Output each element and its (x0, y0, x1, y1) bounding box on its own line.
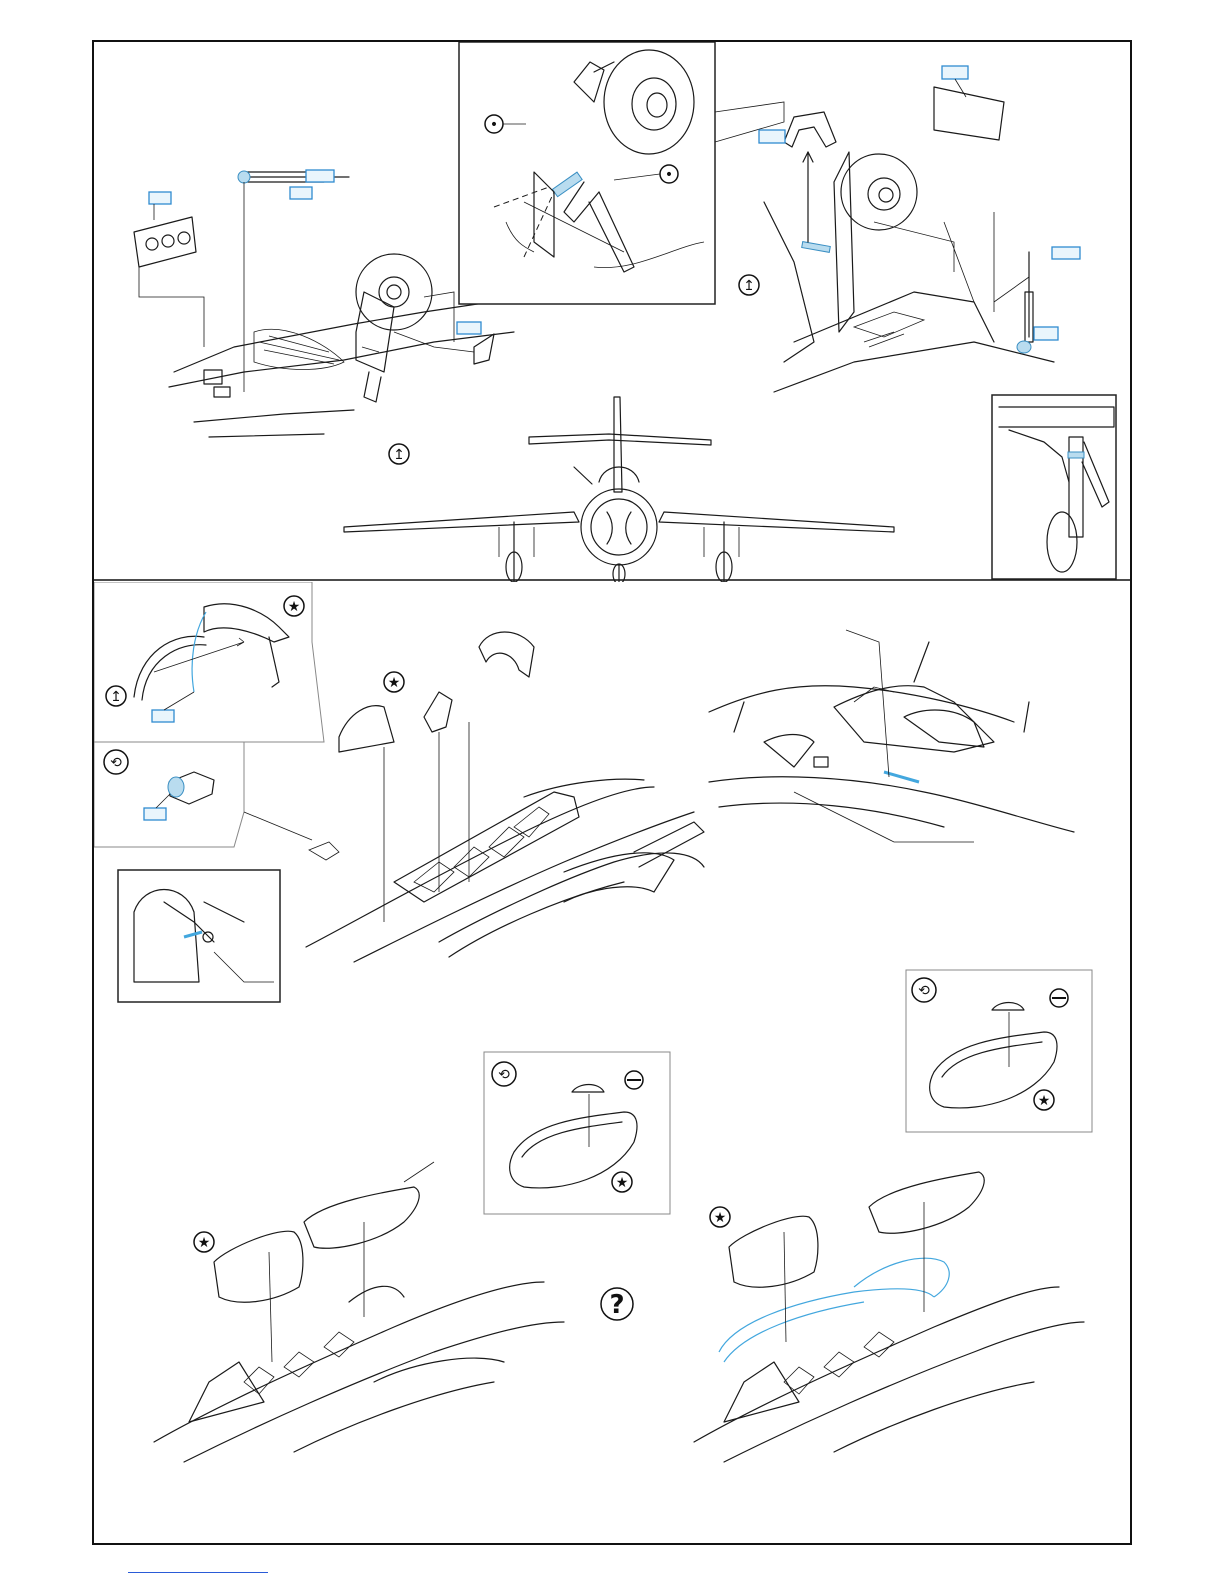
instruction-sheet: ↥ • (92, 40, 1132, 1545)
part-label-box (306, 170, 334, 182)
top-center-inset: • • (459, 42, 784, 304)
svg-text:★: ★ (1038, 1093, 1051, 1109)
canopy-frame-inset: ↥ ★ (94, 582, 324, 742)
svg-text:★: ★ (288, 599, 301, 615)
question-symbol: ? (601, 1288, 633, 1320)
svg-text:?: ? (609, 1290, 624, 1320)
svg-text:↥: ↥ (393, 447, 405, 463)
right-detail-inset (992, 395, 1116, 579)
svg-text:⟲: ⟲ (918, 983, 930, 999)
svg-text:↥: ↥ (743, 278, 755, 294)
canopy-fitted-right: ★ (694, 1172, 1084, 1462)
canopy-rotate-inset-right: ⟲ ★ (906, 970, 1092, 1132)
svg-text:★: ★ (714, 1210, 727, 1226)
fuselage-side-assembly (709, 630, 1074, 842)
svg-text:•: • (665, 167, 673, 183)
top-section-drawing: ↥ • (94, 42, 1130, 582)
svg-text:⟲: ⟲ (498, 1067, 510, 1083)
footer-link-underline[interactable] (128, 1572, 268, 1573)
aircraft-front-view (344, 397, 894, 582)
cockpit-detail-inset (118, 870, 280, 1002)
svg-text:★: ★ (198, 1235, 211, 1251)
svg-text:⟲: ⟲ (110, 755, 122, 771)
svg-text:↥: ↥ (110, 689, 122, 705)
svg-text:•: • (490, 117, 498, 133)
top-section-main-gear: ↥ • (94, 42, 1130, 582)
rotate-part-inset: ⟲ (94, 742, 244, 847)
right-gear-bay-drawing: ↥ (739, 66, 1080, 392)
bottom-section-drawing: ↥ ★ ⟲ (94, 582, 1130, 1545)
left-gear-bay-drawing: ↥ (134, 170, 514, 464)
bottom-section-cockpit: ↥ ★ ⟲ (94, 582, 1130, 1545)
canopy-rotate-inset-center: ⟲ ★ (484, 1052, 670, 1214)
svg-text:★: ★ (616, 1175, 629, 1191)
svg-text:★: ★ (388, 675, 401, 691)
